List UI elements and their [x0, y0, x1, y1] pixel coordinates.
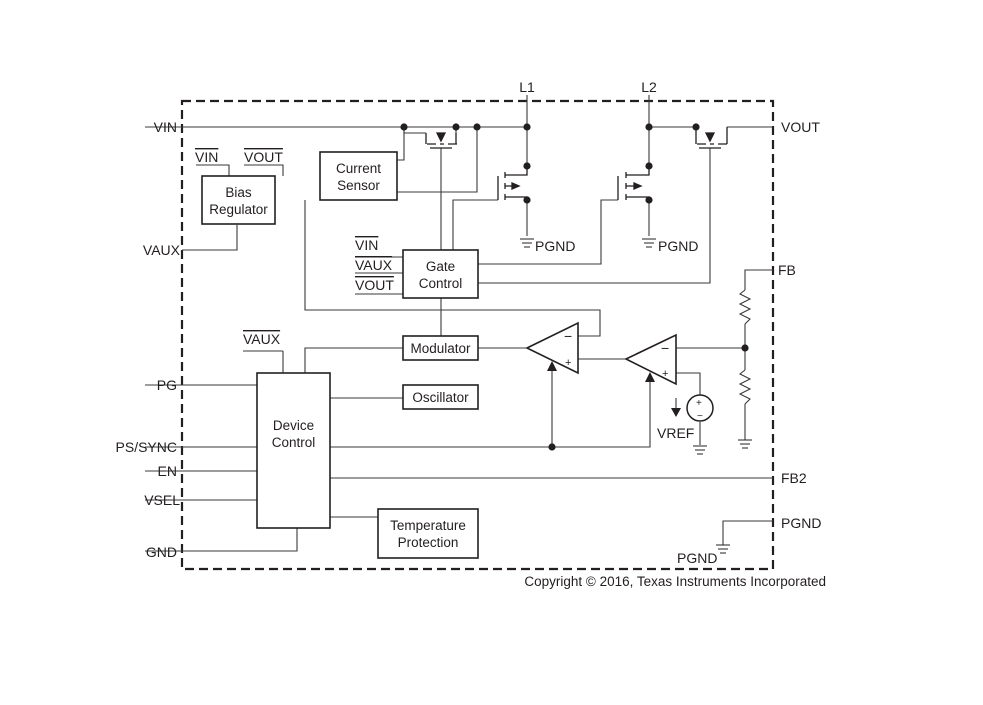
- bias-regulator-label-2: Regulator: [209, 202, 268, 217]
- error-amplifier: [624, 333, 677, 386]
- temperature-protection-block: [377, 508, 479, 559]
- output-switch-mosfet: [695, 127, 728, 149]
- device-control-block: [256, 372, 331, 529]
- ground-symbols: [520, 238, 752, 554]
- amplifier-plus: +: [662, 368, 668, 380]
- bias-regulator-block: [201, 175, 276, 225]
- pin-en: EN: [158, 463, 177, 479]
- amplifier-minus: −: [661, 340, 669, 356]
- junction-dots: [400, 123, 749, 451]
- amplifier-input-arrow: [645, 372, 655, 382]
- device-vaux-label: VAUX: [243, 331, 281, 347]
- temperature-protection-label-1: Temperature: [390, 518, 466, 533]
- comparator: [525, 321, 579, 375]
- comparator-minus: −: [564, 328, 572, 344]
- pin-l1: L1: [519, 79, 535, 95]
- bias-vout-label: VOUT: [244, 149, 283, 165]
- pin-vsel: VSEL: [144, 492, 180, 508]
- vref-arrow-icon: [671, 408, 681, 417]
- pin-pg: PG: [157, 377, 177, 393]
- oscillator-label: Oscillator: [412, 390, 469, 405]
- pin-vin: VIN: [154, 119, 177, 135]
- pin-pgnd: PGND: [781, 515, 821, 531]
- input-switch-mosfet: [425, 132, 457, 149]
- resistor-bottom: [738, 369, 752, 405]
- gate-control-label-1: Gate: [426, 259, 455, 274]
- low-side-switch-l1: [497, 166, 528, 200]
- vref-plus: +: [696, 398, 702, 409]
- vref-source: [686, 394, 714, 422]
- pin-gnd: GND: [146, 544, 177, 560]
- vref-label: VREF: [657, 425, 694, 441]
- current-sensor-label-2: Sensor: [337, 178, 380, 193]
- pgnd-l1-label: PGND: [535, 238, 575, 254]
- pgnd-out-label: PGND: [677, 550, 717, 566]
- gate-vout-label: VOUT: [355, 277, 394, 293]
- comparator-input-arrow: [547, 361, 557, 371]
- pgnd-l2-label: PGND: [658, 238, 698, 254]
- pin-vout: VOUT: [781, 119, 820, 135]
- oscillator-block: [402, 384, 479, 410]
- comparator-plus: +: [565, 357, 571, 369]
- pin-fb2: FB2: [781, 470, 807, 486]
- current-sensor-label-1: Current: [336, 161, 381, 176]
- vref-minus: −: [697, 411, 703, 422]
- modulator-block: [402, 335, 479, 361]
- device-control-label-2: Control: [272, 435, 316, 450]
- copyright-notice: Copyright © 2016, Texas Instruments Inco…: [524, 574, 826, 589]
- pin-ps-sync: PS/SYNC: [116, 439, 177, 455]
- temperature-protection-label-2: Protection: [398, 535, 459, 550]
- pin-fb: FB: [778, 262, 796, 278]
- switch-l2: [617, 166, 650, 200]
- pin-l2: L2: [641, 79, 657, 95]
- gate-control-label-2: Control: [419, 276, 463, 291]
- gate-vaux-label: VAUX: [355, 257, 393, 273]
- gate-control-block: [402, 249, 479, 299]
- wiring: [145, 95, 773, 552]
- bias-vin-label: VIN: [195, 149, 218, 165]
- pin-vaux: VAUX: [143, 242, 181, 258]
- current-sensor-block: [319, 151, 398, 201]
- resistor-top: [738, 289, 752, 325]
- modulator-label: Modulator: [410, 341, 471, 356]
- device-boundary: [180, 99, 775, 571]
- device-control-label-1: Device: [273, 418, 314, 433]
- gate-vin-label: VIN: [355, 237, 378, 253]
- bias-regulator-label-1: Bias: [225, 185, 252, 200]
